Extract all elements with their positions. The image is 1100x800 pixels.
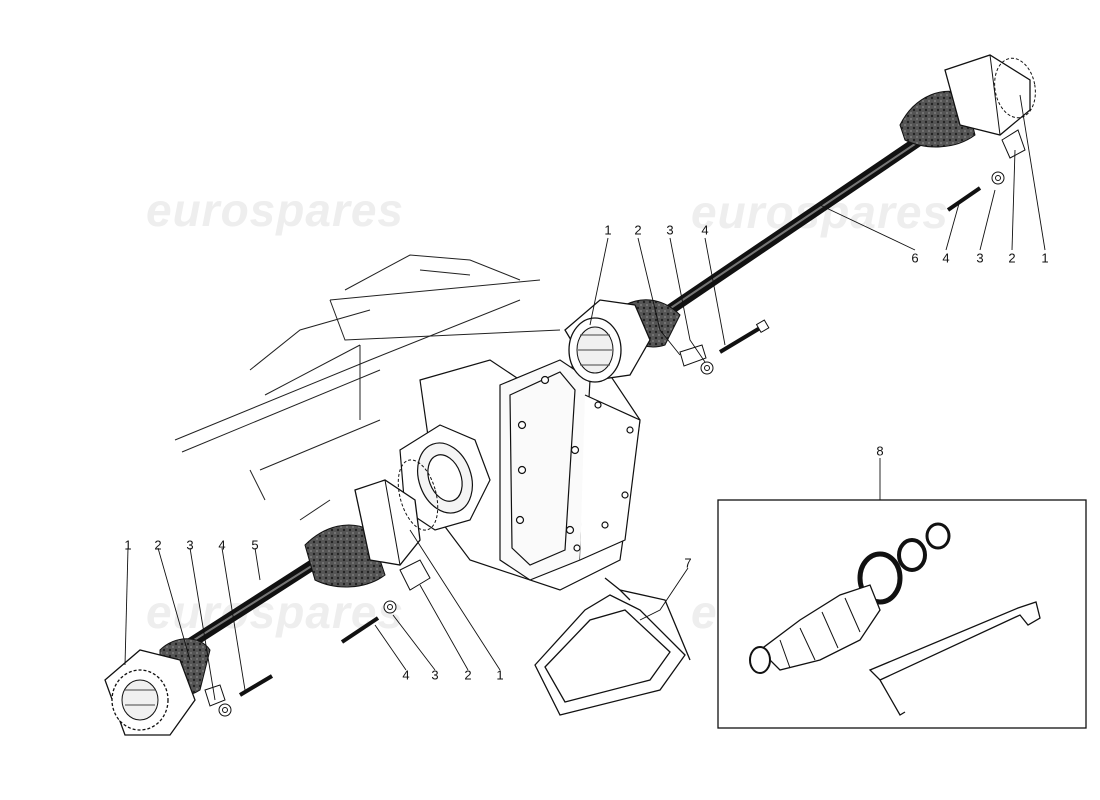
top-hardware [679, 319, 770, 375]
callout-left-5: 5 [251, 537, 259, 553]
callout-kit-8: 8 [876, 443, 884, 459]
callout-right-3: 3 [976, 250, 984, 266]
callout-top-1: 1 [604, 222, 612, 238]
right-hardware [946, 129, 1026, 212]
callout-right-2: 2 [1008, 250, 1016, 266]
callout-center-3: 3 [431, 667, 439, 683]
callout-shield-7: 7 [684, 555, 692, 571]
boot-kit [717, 499, 1087, 729]
heat-shield [534, 577, 691, 716]
callout-center-4: 4 [402, 667, 410, 683]
callout-center-2: 2 [464, 667, 472, 683]
center-hardware [340, 559, 431, 644]
callout-right-4: 4 [942, 250, 950, 266]
callout-top-2: 2 [634, 222, 642, 238]
left-hardware [204, 674, 274, 717]
right-inner-cv-joint [564, 299, 681, 383]
callout-left-1: 1 [124, 537, 132, 553]
left-drive-shaft [104, 459, 439, 736]
leader-lines [124, 94, 1046, 701]
callout-right-6: 6 [911, 250, 919, 266]
watermark-top-left: eurospares [145, 184, 405, 236]
chassis-outline [174, 254, 561, 521]
right-outer-cv-joint [899, 54, 1036, 148]
gearbox-housing [399, 359, 641, 591]
callout-left-4: 4 [218, 537, 226, 553]
left-inner-cv-joint [304, 479, 421, 588]
callout-right-1: 1 [1041, 250, 1049, 266]
callout-left-2: 2 [154, 537, 162, 553]
callout-top-3: 3 [666, 222, 674, 238]
callout-top-4: 4 [701, 222, 709, 238]
callout-center-1: 1 [496, 667, 504, 683]
left-outer-cv-joint [104, 638, 211, 736]
right-drive-shaft [564, 54, 1036, 383]
callout-left-3: 3 [186, 537, 194, 553]
